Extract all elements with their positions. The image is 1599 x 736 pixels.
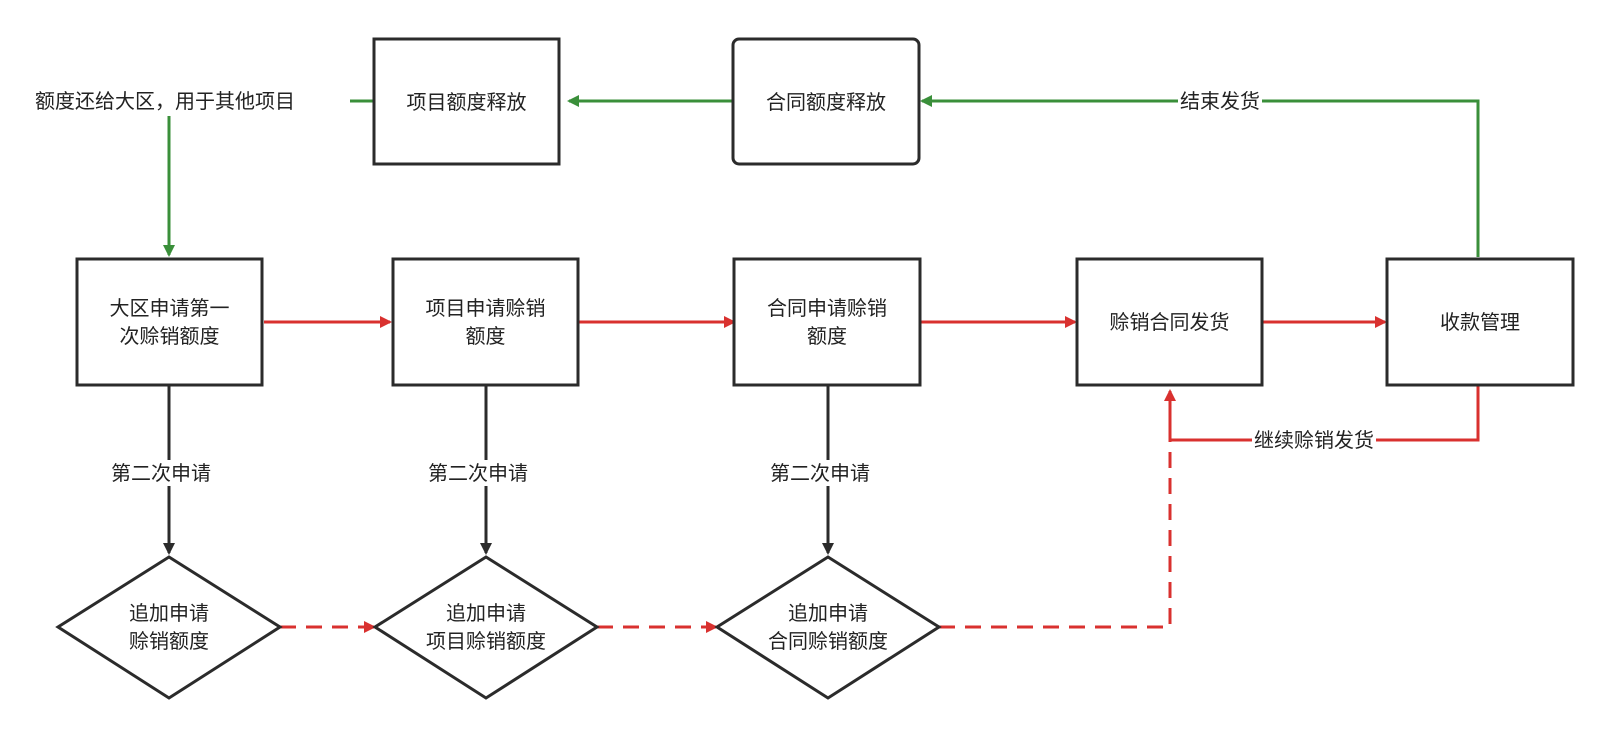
edge-payment-to-contract-release bbox=[920, 95, 1480, 257]
diamond-add-apply-3 bbox=[714, 555, 942, 700]
label-add-apply-1: 追加申请 赊销额度 bbox=[129, 601, 209, 653]
edge-label-continue-shipping: 继续赊销发货 bbox=[1252, 427, 1376, 453]
edge-label-end-shipping: 结束发货 bbox=[1178, 88, 1262, 114]
label-credit-contract-ship: 赊销合同发货 bbox=[1109, 310, 1230, 334]
box-contract-apply bbox=[732, 257, 922, 387]
box-credit-contract-ship bbox=[1075, 257, 1264, 387]
box-project-quota-release bbox=[372, 37, 561, 166]
edge-label-second-apply-1: 第二次申请 bbox=[109, 460, 213, 486]
edge-label-second-apply-3: 第二次申请 bbox=[768, 460, 872, 486]
label-project-quota-release: 项目额度释放 bbox=[406, 89, 527, 114]
label-contract-apply: 合同申请赊销 额度 bbox=[767, 296, 887, 348]
edge-label-second-apply-2: 第二次申请 bbox=[426, 460, 530, 486]
label-add-apply-2: 追加申请 项目赊销额度 bbox=[426, 601, 546, 653]
edge-label-return-to-region: 额度还给大区，用于其他项目 bbox=[33, 88, 297, 114]
box-region-first-apply bbox=[75, 257, 264, 387]
label-add-apply-3: 追加申请 合同赊销额度 bbox=[768, 601, 888, 653]
label-contract-quota-release: 合同额度释放 bbox=[766, 89, 886, 114]
box-contract-quota-release bbox=[731, 37, 921, 166]
label-payment-mgmt: 收款管理 bbox=[1440, 310, 1520, 334]
diamond-add-apply-1 bbox=[55, 555, 283, 700]
box-project-apply bbox=[391, 257, 580, 387]
label-region-first-apply: 大区申请第一 次赊销额度 bbox=[109, 296, 230, 348]
label-project-apply: 项目申请赊销 额度 bbox=[425, 296, 546, 348]
box-payment-mgmt bbox=[1385, 257, 1575, 387]
diamond-add-apply-2 bbox=[372, 555, 600, 700]
edge-add3-to-ship bbox=[939, 395, 1172, 629]
